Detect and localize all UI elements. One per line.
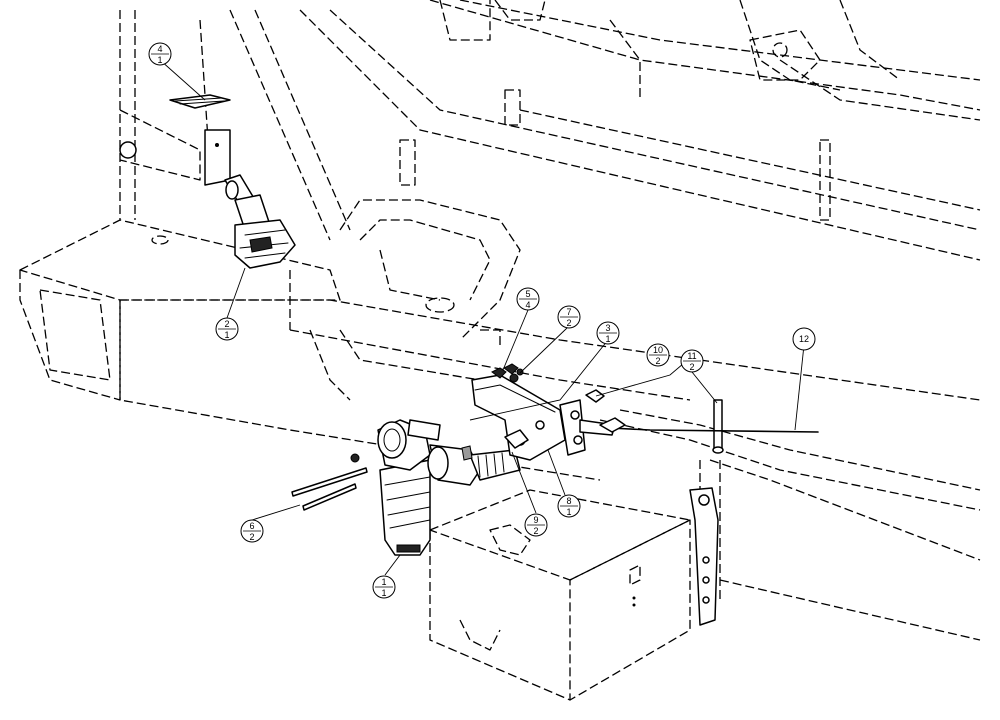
part-slotted-pin xyxy=(119,94,231,186)
balloon-8-top: 8 xyxy=(566,496,571,506)
part-pin-11 xyxy=(712,399,724,454)
balloon-7-top: 7 xyxy=(566,307,571,317)
balloon-12: 12 xyxy=(792,327,816,351)
balloon-4-bottom: 1 xyxy=(157,55,162,65)
leader-lines xyxy=(159,59,805,576)
part-coupling xyxy=(224,174,296,269)
storage-box xyxy=(429,489,691,701)
balloon-4-top: 4 xyxy=(157,44,162,54)
balloon-1-bottom: 1 xyxy=(381,588,386,598)
part-bracket xyxy=(471,374,616,461)
balloon-2-bottom: 1 xyxy=(224,330,229,340)
machine-frame xyxy=(19,0,981,641)
balloon-6: 6 2 xyxy=(240,519,264,543)
balloon-6-bottom: 2 xyxy=(249,532,254,542)
balloon-10: 10 2 xyxy=(646,343,670,367)
part-nut-10 xyxy=(585,389,605,403)
balloon-1: 1 1 xyxy=(372,575,396,599)
balloon-11: 11 2 xyxy=(680,349,704,373)
balloon-3-top: 3 xyxy=(605,323,610,333)
balloon-9-top: 9 xyxy=(533,515,538,525)
balloon-1-top: 1 xyxy=(381,577,386,587)
balloon-9: 9 2 xyxy=(524,513,548,537)
balloon-2: 2 1 xyxy=(215,317,239,341)
balloon-8-bottom: 1 xyxy=(566,507,571,517)
balloon-5: 5 4 xyxy=(516,287,540,311)
balloon-10-top: 10 xyxy=(653,345,663,355)
balloon-5-top: 5 xyxy=(525,289,530,299)
balloon-2-top: 2 xyxy=(224,319,229,329)
part-strap xyxy=(689,487,719,626)
balloon-9-bottom: 2 xyxy=(533,526,538,536)
balloon-10-bottom: 2 xyxy=(655,356,660,366)
balloon-6-top: 6 xyxy=(249,521,254,531)
part-washer-9 xyxy=(504,429,529,449)
balloon-11-top: 11 xyxy=(687,351,696,361)
balloon-4: 4 1 xyxy=(148,42,172,66)
part-nuts xyxy=(491,363,524,383)
balloon-7: 7 2 xyxy=(557,305,581,329)
balloon-11-bottom: 2 xyxy=(689,362,694,372)
part-bolts xyxy=(291,453,368,511)
balloon-5-bottom: 4 xyxy=(525,300,530,310)
balloon-12-label: 12 xyxy=(799,334,809,344)
balloon-7-bottom: 2 xyxy=(566,318,571,328)
balloon-8: 8 1 xyxy=(557,494,581,518)
part-filter xyxy=(377,419,521,556)
part-cable-12 xyxy=(599,417,819,433)
balloon-3-bottom: 1 xyxy=(605,334,610,344)
balloon-3: 3 1 xyxy=(596,321,620,345)
